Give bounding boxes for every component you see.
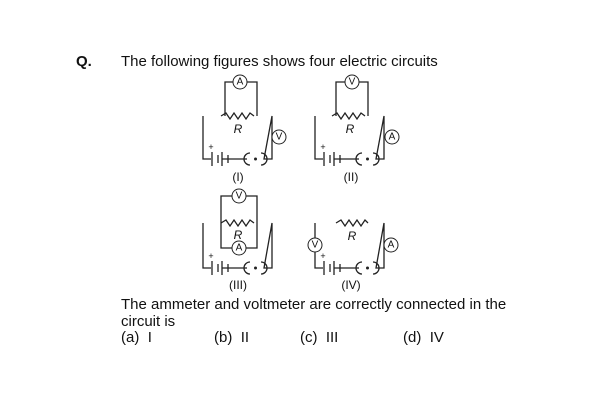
key-dot — [366, 157, 369, 161]
key-dot — [366, 266, 369, 270]
resistor-label: R — [348, 229, 357, 243]
voltmeter-icon — [344, 74, 360, 90]
ammeter-icon — [231, 240, 247, 256]
key-dot — [254, 157, 257, 161]
ammeter-symbol: A — [236, 243, 243, 254]
option-c[interactable]: (c) III — [300, 329, 338, 346]
ammeter-symbol: A — [389, 132, 396, 143]
voltmeter-symbol: V — [312, 240, 319, 251]
circuit-caption: (II) — [344, 170, 359, 184]
option-label: (a) — [121, 329, 140, 346]
ammeter-symbol: A — [388, 240, 395, 251]
ammeter-icon — [232, 74, 248, 90]
circuit-caption: (III) — [229, 278, 247, 292]
resistor-label: R — [346, 122, 355, 136]
ammeter-icon — [384, 129, 400, 145]
circuit-1: + A V R (I) — [202, 74, 287, 184]
battery-polarity: + — [320, 142, 325, 152]
resistor-label: R — [234, 228, 243, 242]
voltmeter-icon — [307, 237, 323, 253]
battery-polarity: + — [208, 251, 213, 261]
option-value: IV — [429, 329, 444, 346]
circuit-caption: (I) — [232, 170, 243, 184]
ammeter-symbol: A — [237, 77, 244, 88]
option-value: I — [147, 329, 152, 346]
voltmeter-icon — [231, 188, 247, 204]
ammeter-icon — [383, 237, 399, 253]
option-a[interactable]: (a) I — [121, 329, 152, 346]
circuit-4: + V A R (IV) — [307, 218, 399, 292]
option-label: (d) — [403, 329, 422, 346]
option-label: (c) — [300, 329, 318, 346]
key-dot — [254, 266, 257, 270]
option-d[interactable]: (d) IV — [403, 329, 444, 346]
question-stem: The ammeter and voltmeter are correctly … — [121, 296, 507, 330]
voltmeter-symbol: V — [236, 191, 243, 202]
option-label: (b) — [214, 329, 233, 346]
option-value: III — [325, 329, 339, 346]
circuit-2: + V A R (II) — [314, 74, 400, 184]
option-value: II — [240, 329, 250, 346]
circuit-3: + V A R (III) — [202, 188, 273, 292]
question-number: Q. — [76, 53, 92, 70]
circuit-caption: (IV) — [341, 278, 360, 292]
voltmeter-symbol: V — [276, 132, 283, 143]
voltmeter-symbol: V — [349, 77, 356, 88]
voltmeter-icon — [271, 129, 287, 145]
option-b[interactable]: (b) II — [214, 329, 249, 346]
resistor-label: R — [234, 122, 243, 136]
question-text: The following figures shows four electri… — [121, 53, 438, 70]
battery-polarity: + — [320, 251, 325, 261]
battery-polarity: + — [208, 142, 213, 152]
